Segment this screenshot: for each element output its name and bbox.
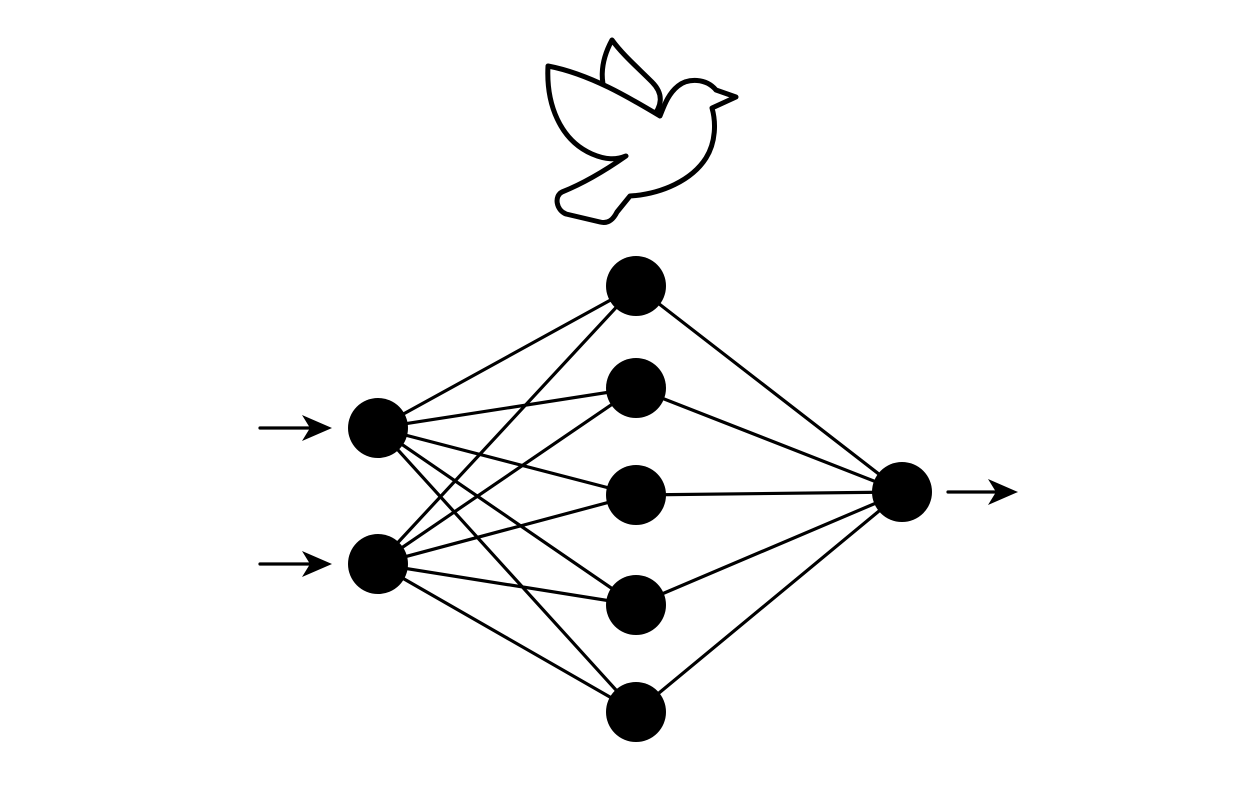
edge-input-1-to-hidden-3 bbox=[376, 426, 638, 497]
hidden-node-1 bbox=[606, 256, 666, 316]
hidden-node-2 bbox=[606, 358, 666, 418]
input-arrows bbox=[258, 415, 332, 577]
edge-input-2-to-hidden-5 bbox=[376, 562, 638, 714]
edge-input-1-to-hidden-5 bbox=[376, 426, 638, 714]
edge-input-1-to-hidden-1 bbox=[376, 284, 638, 430]
edge-hidden-1-to-output-1 bbox=[634, 284, 904, 494]
hidden-node-5 bbox=[606, 682, 666, 742]
edge-input-1-to-hidden-4 bbox=[376, 426, 638, 607]
input-node-1 bbox=[348, 398, 408, 458]
edge-input-2-to-hidden-1 bbox=[376, 284, 638, 566]
edge-hidden-4-to-output-1 bbox=[634, 490, 904, 607]
input-arrow-1-head bbox=[302, 415, 332, 441]
edge-input-2-to-hidden-2 bbox=[376, 386, 638, 566]
edge-hidden-2-to-output-1 bbox=[634, 386, 904, 494]
edge-hidden-3-to-output-1 bbox=[634, 490, 904, 497]
output-arrow-1 bbox=[946, 479, 1018, 505]
edge-input-1-to-hidden-2 bbox=[376, 386, 638, 430]
input-arrow-1 bbox=[258, 415, 332, 441]
edge-input-2-to-hidden-3 bbox=[376, 493, 638, 566]
dove-body bbox=[545, 63, 739, 225]
dove-icon bbox=[545, 37, 739, 225]
edge-hidden-5-to-output-1 bbox=[634, 490, 904, 714]
output-arrow-1-head bbox=[988, 479, 1018, 505]
hidden-node-3 bbox=[606, 465, 666, 525]
output-arrows bbox=[946, 479, 1018, 505]
input-node-2 bbox=[348, 534, 408, 594]
output-node-1 bbox=[872, 462, 932, 522]
edge-input-2-to-hidden-4 bbox=[376, 562, 638, 607]
input-arrow-2-head bbox=[302, 551, 332, 577]
connections bbox=[376, 284, 904, 714]
nodes bbox=[348, 256, 932, 742]
input-arrow-2 bbox=[258, 551, 332, 577]
hidden-node-4 bbox=[606, 575, 666, 635]
